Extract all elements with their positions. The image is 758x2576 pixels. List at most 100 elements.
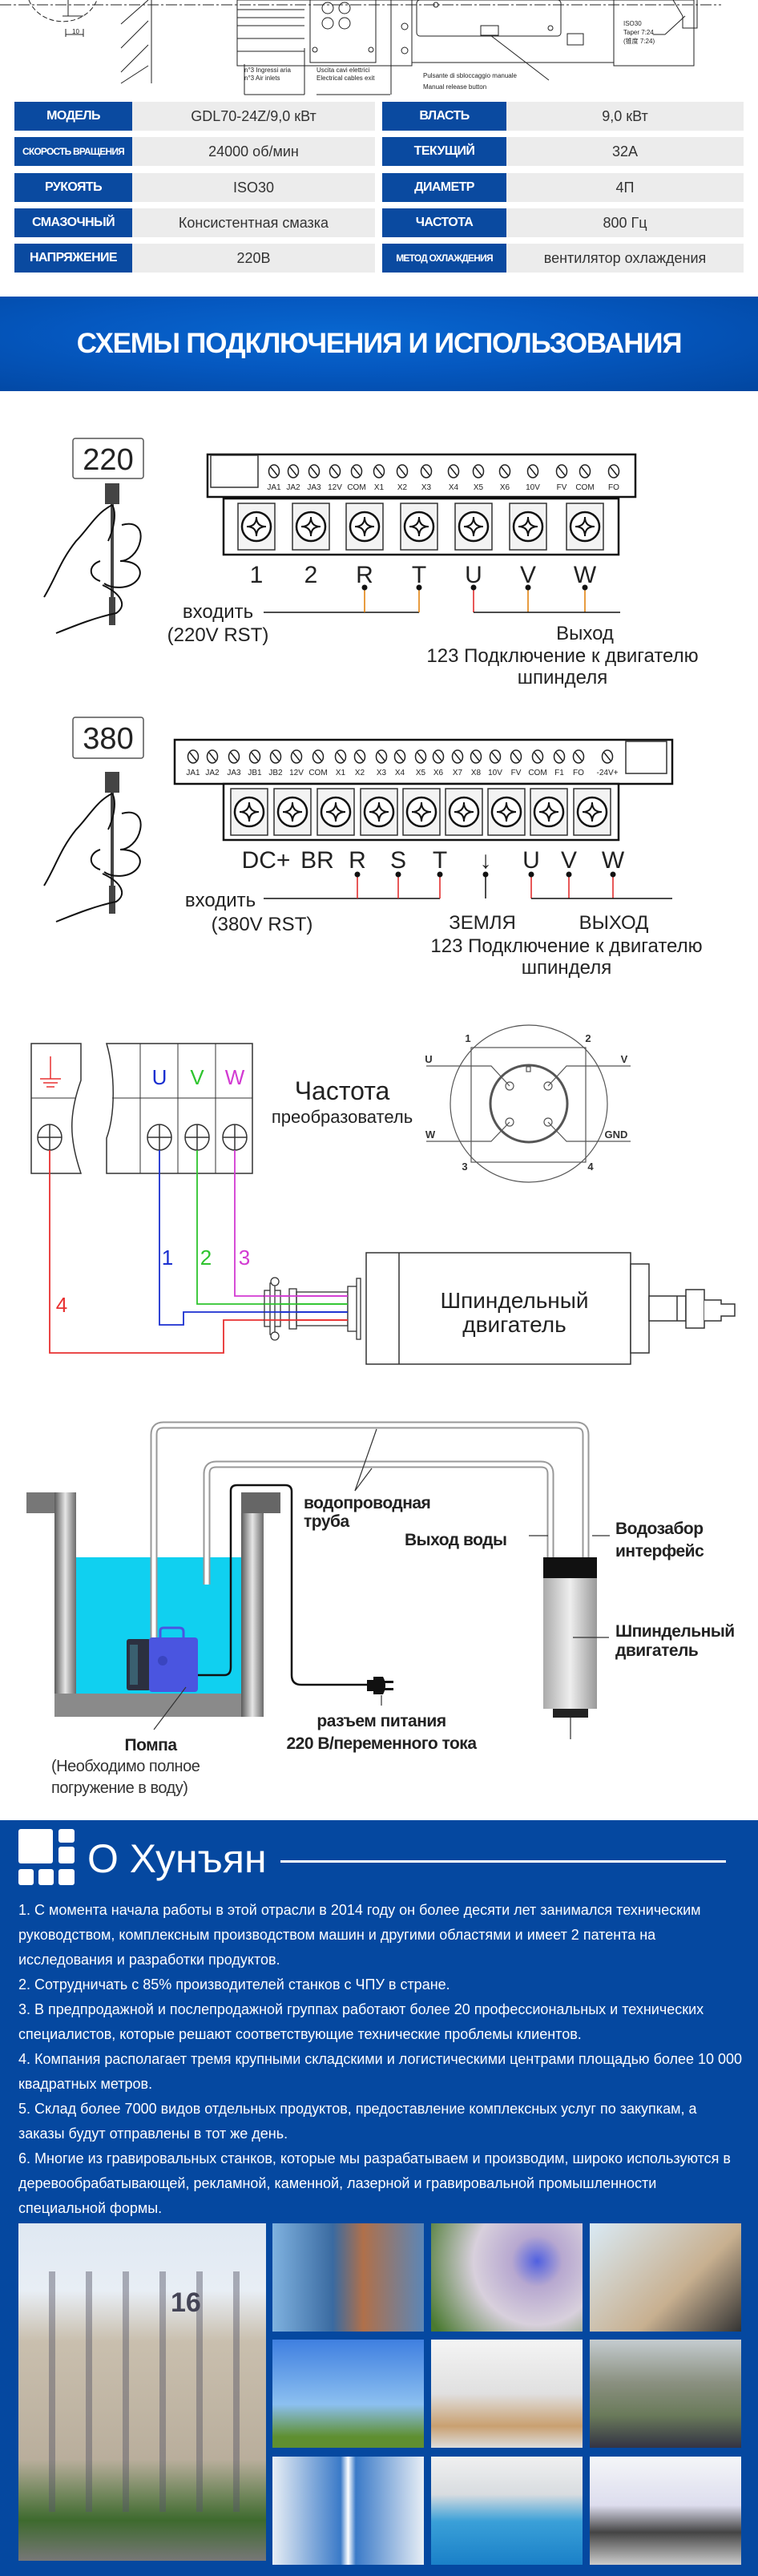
control-terminal: 12V [289,749,304,777]
control-terminal-label: JA3 [227,769,241,777]
taper-label-2: Taper 7:24 [623,29,654,36]
about-item: 3. В предпродажной и послепродажной груп… [18,2001,704,2042]
power-terminal-label: T [412,562,426,588]
control-terminal: FO [572,749,585,777]
control-terminal: JA3 [227,749,241,777]
water-cooling-diagram: водопроводная труба Выход воды Водозабор… [26,1421,735,1797]
photo-skyscrapers [272,2340,424,2448]
voltage-box-220 [72,438,144,479]
about-item: 1. С момента начала работы в этой отрасл… [18,1902,701,1968]
screw-terminal [530,788,568,836]
wire-number-1: 1 [162,1246,173,1270]
manual-release-label-en: Manual release button [423,83,486,91]
photo-reception [431,2223,583,2332]
water-pipes [150,1421,590,1686]
spec-row: РУКОЯТЬ ISO30 ДИАМЕТР 4П [0,173,758,202]
control-terminal: COM [528,749,547,777]
spec-value: GDL70-24Z/9,0 кВт [132,102,375,131]
terminal-w-label: W [225,1065,245,1089]
control-terminal-label: X1 [336,769,346,777]
screw-terminal [445,788,483,836]
about-list: 1. С момента начала работы в этой отрасл… [18,1898,744,2221]
control-terminal-label: COM [528,769,546,777]
terminal-v-label: V [190,1065,204,1089]
power-plug-icon [367,1677,393,1694]
spec-label: НАПРЯЖЕНИЕ [14,244,132,273]
cables-exit-label-it: Uscita cavi elettrici [317,67,369,74]
spec-value: 24000 об/мин [132,137,375,166]
photo-office-desks [590,2223,741,2332]
control-terminal-label: FV [557,483,567,492]
screw-terminal [292,503,330,551]
water-in-label: Водозабор [615,1520,704,1538]
control-terminal: X4 [447,464,460,492]
power-terminal-label: 2 [304,562,318,588]
spec-value: вентилятор охлаждения [506,244,744,273]
motor-label: Шпиндельный [440,1288,588,1313]
output-label-380: ВЫХОД [579,912,649,934]
dimension-label: 10 [72,28,79,35]
pipe-label-2: труба [304,1512,349,1531]
motor-label-2: двигатель [462,1312,566,1337]
control-terminal-label: X4 [395,769,405,777]
control-terminal-label: JB1 [248,769,262,777]
control-terminal: X5 [414,749,427,777]
spec-label: ЧАСТОТА [382,208,506,237]
control-terminal-label: X7 [453,769,463,777]
wire-ground [49,1150,348,1354]
about-item: 4. Компания располагает тремя крупными с… [18,2051,743,2092]
spec-label: СМАЗОЧНЫЙ [14,208,132,237]
control-terminal-label: COM [347,483,365,492]
control-terminal: JA2 [205,749,220,777]
control-terminal: F1 [553,749,566,777]
screw-terminal [237,503,276,551]
control-terminal-label: F1 [554,769,564,777]
input-label-220: входить [183,601,253,623]
spec-label: ТЕКУЩИЙ [382,137,506,166]
taper-label-3: (锥度 7:24) [623,37,655,45]
wire-number-2: 2 [200,1246,212,1270]
control-terminal: X2 [396,464,409,492]
photo-cnc-machines [590,2457,741,2565]
control-terminal: JA2 [286,464,300,492]
spec-label: ДИАМЕТР [382,173,506,202]
section-banner: СХЕМЫ ПОДКЛЮЧЕНИЯ И ИСПОЛЬЗОВАНИЯ [0,297,758,391]
control-terminal-label: JA2 [205,769,220,777]
screw-terminal [400,503,438,551]
control-terminal-label: JA1 [267,483,281,492]
uvw-terminal-block [106,1043,253,1174]
inverter-label: Частота [295,1076,390,1105]
about-section: О Хунъян 1. С момента начала работы в эт… [0,1820,758,2576]
spec-row: СМАЗОЧНЫЙ Консистентная смазка ЧАСТОТА 8… [0,208,758,237]
air-inlets-label-it: n°3 Ingressi aria [244,67,291,74]
voltage-box-380 [72,717,144,759]
power-terminal-label: T [433,847,447,874]
control-terminal-label: 12V [289,769,304,777]
control-terminal: -24V+ [597,749,619,777]
hand-screwdriver-icon [43,772,142,923]
power-terminal-label: U [522,847,540,874]
control-terminal: X8 [470,749,482,777]
output-desc-2-220: шпинделя [518,667,607,688]
photo-assembly-line [431,2457,583,2565]
control-terminal: JA1 [267,464,281,492]
pump-label: Помпа [124,1736,177,1754]
spec-label: МОДЕЛЬ [14,102,132,131]
wire-number-4: 4 [56,1293,67,1317]
screw-terminal [573,788,611,836]
screw-terminal [487,788,526,836]
control-terminal: 12V [328,464,342,492]
pump-note: (Необходимо полное [51,1758,200,1775]
pin-2-label: 2 [585,1032,591,1044]
control-terminal-label: X6 [500,483,510,492]
control-terminal-label: COM [575,483,594,492]
pin-gnd-label: GND [605,1129,628,1141]
power-terminal-label: V [520,562,536,588]
control-terminal-label: 10V [526,483,540,492]
control-terminal-label: 12V [328,483,342,492]
about-title: О Хунъян [87,1836,267,1881]
ground-label-380: ЗЕМЛЯ [449,912,516,934]
screw-terminal [566,503,604,551]
control-terminal-label: X8 [471,769,482,777]
